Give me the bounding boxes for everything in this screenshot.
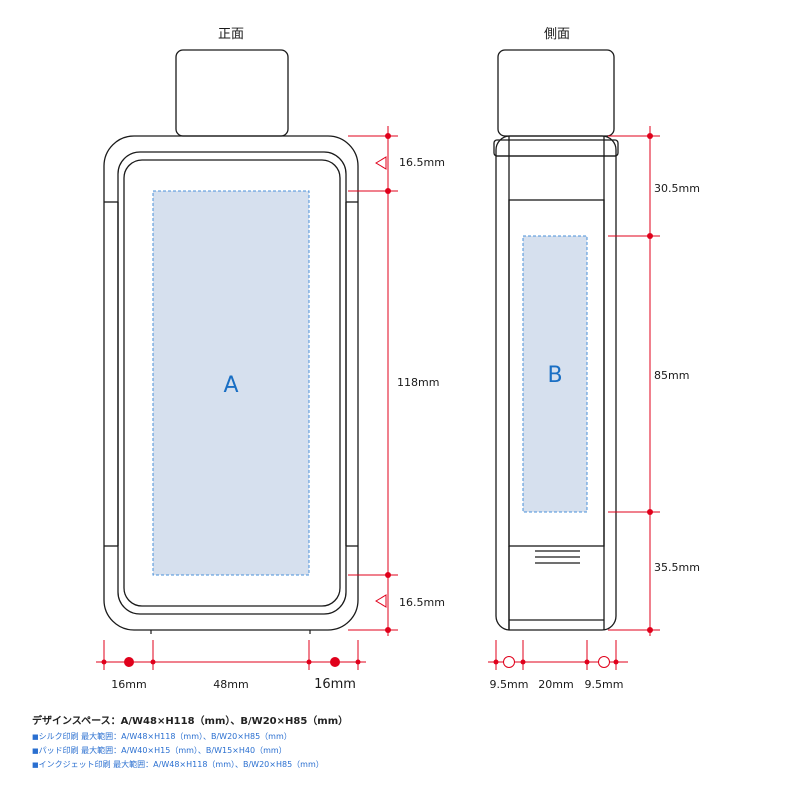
side-face-panel	[508, 199, 605, 547]
side-dim-bottom: 35.5mm	[654, 561, 700, 574]
print-area-b	[522, 235, 588, 513]
note-marker: ■	[32, 733, 39, 741]
side-dim-top: 30.5mm	[654, 182, 700, 195]
front-horizontal-dimension	[96, 640, 366, 670]
side-dim-right: 9.5mm	[585, 678, 624, 691]
note-marker: ■	[32, 747, 39, 755]
side-view-title: 側面	[544, 27, 570, 42]
side-cap	[497, 49, 615, 137]
front-panel	[123, 159, 341, 607]
side-dim-middle: 85mm	[654, 369, 689, 382]
side-vent-grille	[535, 550, 580, 564]
note-text: インクジェット印刷 最大範囲：A/W48×H118（mm）、B/W20×H85（…	[38, 760, 324, 769]
front-view-title: 正面	[218, 27, 244, 42]
side-view	[493, 49, 619, 631]
front-top-triangle-marker	[375, 156, 387, 170]
front-cap	[175, 49, 289, 137]
front-view	[103, 49, 359, 631]
front-body-outer	[103, 135, 359, 631]
note-pad-print: ■パッド印刷 最大範囲：A/W40×H15（mm）、B/W15×H40（mm）	[32, 744, 792, 758]
note-silk-print: ■シルク印刷 最大範囲：A/W48×H118（mm）、B/W20×H85（mm）	[32, 730, 792, 744]
print-notes: デザインスペース：A/W48×H118（mm）、B/W20×H85（mm） ■シ…	[32, 714, 792, 772]
front-dim-bottom: 16.5mm	[399, 596, 445, 609]
front-dim-center: 48mm	[213, 678, 248, 691]
front-dim-top: 16.5mm	[399, 156, 445, 169]
side-clip-band	[493, 139, 619, 157]
front-dim-middle: 118mm	[397, 376, 439, 389]
design-space-note: デザインスペース：A/W48×H118（mm）、B/W20×H85（mm）	[32, 716, 349, 727]
front-bottom-triangle-marker	[375, 594, 387, 608]
note-text: パッド印刷 最大範囲：A/W40×H15（mm）、B/W15×H40（mm）	[38, 746, 287, 755]
side-body	[495, 135, 617, 631]
print-area-a	[152, 190, 310, 576]
note-marker: ■	[32, 761, 39, 769]
front-vertical-dimension	[348, 126, 398, 636]
note-text: シルク印刷 最大範囲：A/W48×H118（mm）、B/W20×H85（mm）	[38, 732, 292, 741]
side-dim-left-marker	[503, 656, 515, 668]
front-dim-right: 16mm	[314, 677, 356, 692]
print-area-a-label: A	[223, 373, 238, 398]
note-inkjet-print: ■インクジェット印刷 最大範囲：A/W48×H118（mm）、B/W20×H85…	[32, 758, 792, 772]
print-area-b-label: B	[547, 363, 562, 388]
side-vertical-dimension	[608, 126, 660, 636]
front-dim-left: 16mm	[111, 678, 146, 691]
side-dim-right-marker	[598, 656, 610, 668]
side-dim-left: 9.5mm	[490, 678, 529, 691]
side-dim-center: 20mm	[538, 678, 573, 691]
